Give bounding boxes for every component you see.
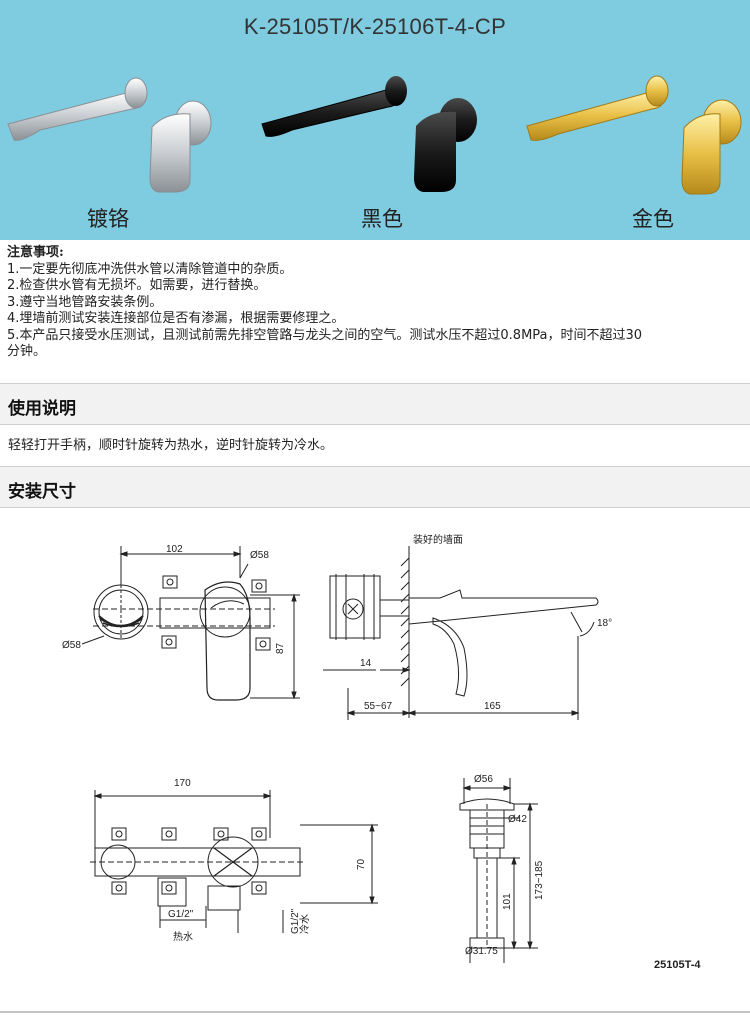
dim-170: 170 bbox=[174, 778, 191, 789]
dim-58-top: Ø58 bbox=[250, 550, 269, 561]
installation-drawing: 102 Ø58 Ø58 87 装好的墙面 14 55~67 165 18° 17… bbox=[0, 533, 750, 1013]
rough-in-view bbox=[90, 790, 378, 933]
precaution-item: 5.本产品只接受水压测试，且测试前需先排空管路与龙头之间的空气。测试水压不超过0… bbox=[7, 327, 643, 343]
dim-14: 14 bbox=[360, 658, 372, 669]
dim-101: 101 bbox=[502, 893, 513, 910]
precautions-title: 注意事项: bbox=[7, 245, 64, 260]
precaution-item: 分钟。 bbox=[7, 344, 47, 359]
front-view bbox=[81, 546, 300, 701]
precaution-item: 3.遵守当地管路安装条例。 bbox=[7, 294, 163, 310]
install-heading: 安装尺寸 bbox=[8, 482, 76, 502]
drawing-model: 25105T-4 bbox=[654, 959, 701, 971]
drain-view bbox=[459, 778, 538, 963]
side-view bbox=[323, 546, 599, 720]
black-faucet-image bbox=[261, 76, 477, 192]
finish-label-black: 黑色 bbox=[361, 207, 403, 231]
dim-31-75: Ø31.75 bbox=[465, 946, 498, 957]
install-section-header: 安装尺寸 bbox=[0, 466, 750, 508]
thread-cold: G1/2" bbox=[290, 908, 301, 934]
dim-102: 102 bbox=[166, 544, 183, 555]
finish-label-chrome: 镀铬 bbox=[87, 207, 129, 231]
chrome-faucet-image bbox=[7, 77, 212, 193]
usage-heading: 使用说明 bbox=[8, 399, 76, 419]
dim-55-67: 55~67 bbox=[364, 701, 393, 712]
dim-165: 165 bbox=[484, 701, 501, 712]
usage-section-header: 使用说明 bbox=[0, 383, 750, 425]
product-banner: K-25105T/K-25106T-4-CP bbox=[0, 0, 750, 240]
precaution-item: 1.一定要先彻底冲洗供水管以清除管道中的杂质。 bbox=[7, 261, 293, 277]
dim-56: Ø56 bbox=[474, 774, 493, 785]
precaution-item: 4.埋墙前测试安装连接部位是否有渗漏，根据需要修理之。 bbox=[7, 311, 345, 326]
dim-58-left: Ø58 bbox=[62, 640, 81, 651]
dim-70: 70 bbox=[356, 858, 367, 870]
dim-87: 87 bbox=[275, 642, 286, 654]
precautions: 注意事项: 1.一定要先彻底冲洗供水管以清除管道中的杂质。 2.检查供水管有无损… bbox=[7, 245, 747, 361]
model-number: K-25105T/K-25106T-4-CP bbox=[243, 14, 507, 39]
hot-water-label: 热水 bbox=[173, 930, 193, 943]
dim-42: Ø42 bbox=[508, 814, 527, 825]
dim-173-185: 173~185 bbox=[534, 860, 545, 900]
usage-text: 轻轻打开手柄，顺时针旋转为热水，逆时针旋转为冷水。 bbox=[8, 438, 334, 453]
product-images bbox=[7, 75, 742, 195]
gold-faucet-image bbox=[526, 75, 742, 195]
wall-label: 装好的墙面 bbox=[413, 533, 463, 546]
cold-water-label: 冷水 bbox=[298, 914, 311, 934]
finish-label-gold: 金色 bbox=[632, 207, 674, 231]
dim-18deg: 18° bbox=[597, 618, 612, 629]
thread-hot: G1/2" bbox=[168, 909, 194, 920]
precaution-item: 2.检查供水管有无损坏。如需要，进行替换。 bbox=[7, 278, 267, 293]
